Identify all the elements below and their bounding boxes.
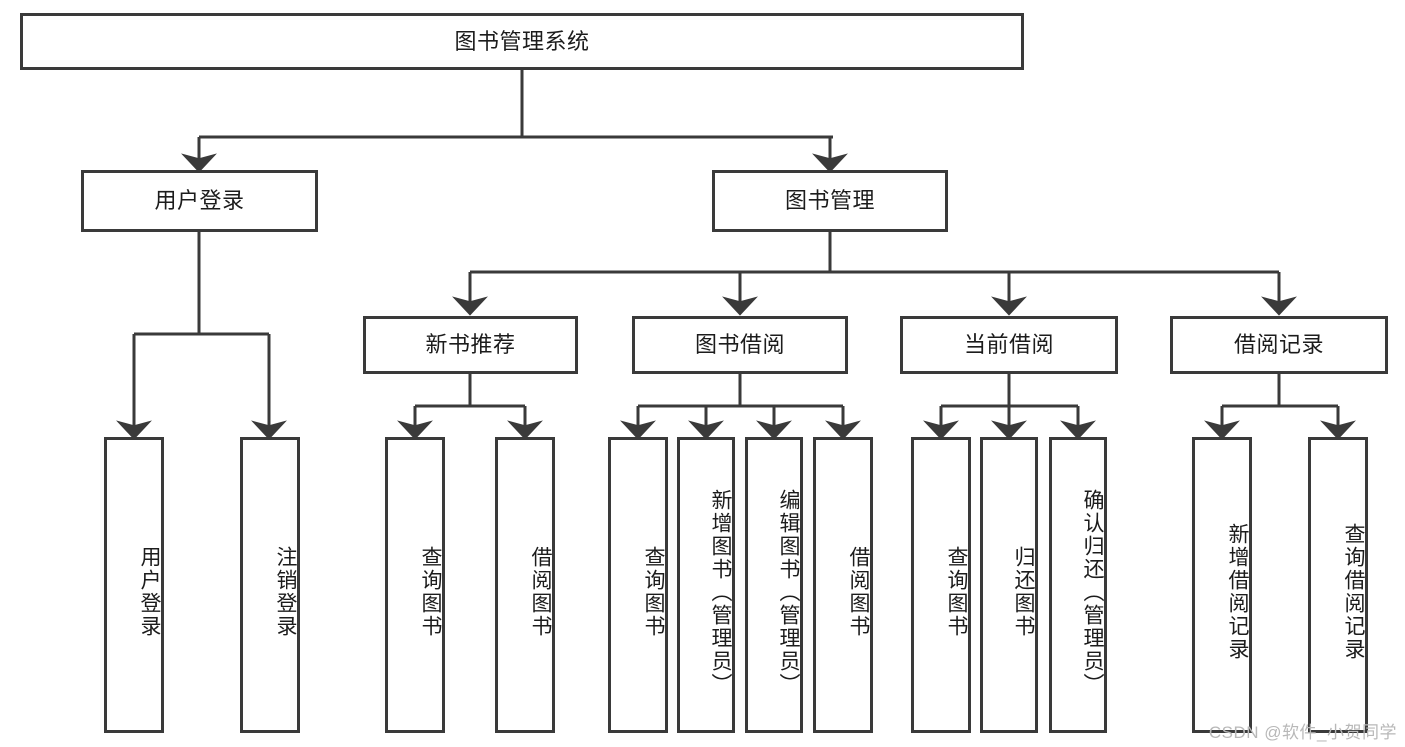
node-leaf-confirm-return-label: 确认归还（管理员） [1081, 488, 1104, 696]
node-user-login[interactable]: 用户登录 [81, 170, 318, 232]
node-leaf-borrow-book-2-label: 借阅图书 [847, 546, 870, 638]
node-leaf-query-record[interactable]: 查询借阅记录 [1308, 437, 1368, 733]
node-leaf-return-book[interactable]: 归还图书 [980, 437, 1038, 733]
node-leaf-user-login-label: 用户登录 [138, 546, 161, 638]
node-borrow-record[interactable]: 借阅记录 [1170, 316, 1388, 374]
node-leaf-add-record-label: 新增借阅记录 [1226, 523, 1249, 661]
node-leaf-user-login[interactable]: 用户登录 [104, 437, 164, 733]
node-new-book-recommend-label: 新书推荐 [425, 332, 516, 358]
node-borrow-record-label: 借阅记录 [1233, 332, 1324, 358]
node-leaf-query-record-label: 查询借阅记录 [1342, 523, 1365, 661]
node-leaf-query-book-1-label: 查询图书 [419, 546, 442, 638]
node-book-borrow-label: 图书借阅 [694, 332, 785, 358]
watermark: CSDN @软件_小贺同学 [1208, 723, 1397, 742]
node-leaf-query-book-3[interactable]: 查询图书 [911, 437, 971, 733]
node-leaf-confirm-return[interactable]: 确认归还（管理员） [1049, 437, 1107, 733]
node-leaf-add-book[interactable]: 新增图书（管理员） [677, 437, 735, 733]
node-leaf-query-book-2[interactable]: 查询图书 [608, 437, 668, 733]
node-leaf-edit-book-label: 编辑图书（管理员） [777, 488, 800, 696]
node-leaf-add-book-label: 新增图书（管理员） [709, 488, 732, 696]
node-leaf-logout-label: 注销登录 [274, 546, 297, 638]
node-root[interactable]: 图书管理系统 [20, 13, 1024, 70]
node-root-label: 图书管理系统 [454, 28, 590, 54]
node-leaf-logout[interactable]: 注销登录 [240, 437, 300, 733]
node-current-borrow[interactable]: 当前借阅 [900, 316, 1118, 374]
node-book-manage-label: 图书管理 [784, 188, 875, 214]
node-new-book-recommend[interactable]: 新书推荐 [363, 316, 578, 374]
node-leaf-query-book-2-label: 查询图书 [642, 546, 665, 638]
node-leaf-query-book-1[interactable]: 查询图书 [385, 437, 445, 733]
node-leaf-borrow-book-1[interactable]: 借阅图书 [495, 437, 555, 733]
node-book-manage[interactable]: 图书管理 [712, 170, 948, 232]
node-user-login-label: 用户登录 [154, 188, 245, 214]
node-current-borrow-label: 当前借阅 [963, 332, 1054, 358]
node-leaf-borrow-book-2[interactable]: 借阅图书 [813, 437, 873, 733]
node-leaf-return-book-label: 归还图书 [1012, 546, 1035, 638]
node-leaf-edit-book[interactable]: 编辑图书（管理员） [745, 437, 803, 733]
node-book-borrow[interactable]: 图书借阅 [632, 316, 848, 374]
node-leaf-query-book-3-label: 查询图书 [945, 546, 968, 638]
node-leaf-borrow-book-1-label: 借阅图书 [529, 546, 552, 638]
node-leaf-add-record[interactable]: 新增借阅记录 [1192, 437, 1252, 733]
